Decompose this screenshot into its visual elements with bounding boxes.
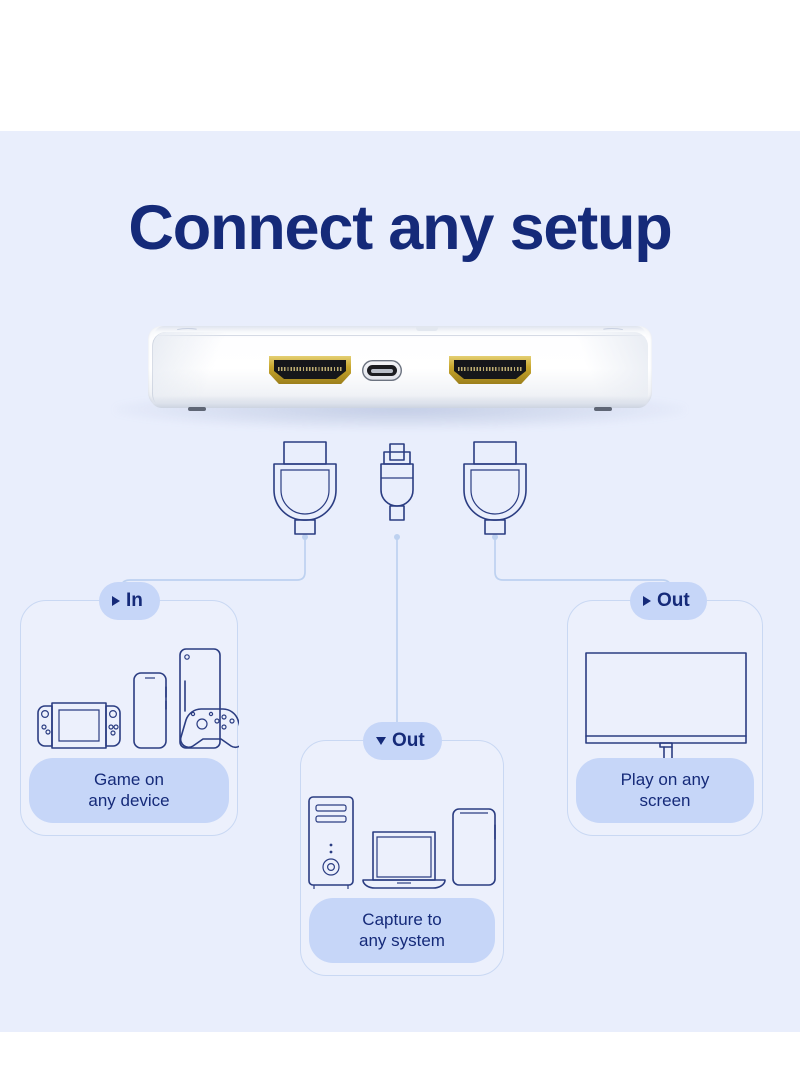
- device-body: [148, 326, 652, 413]
- hdmi-port-right: [449, 356, 531, 384]
- output-screen-icons: [568, 635, 762, 761]
- caption-capture-to-any-system: Capture to any system: [309, 897, 495, 963]
- desktop-tower-icon: [308, 796, 354, 889]
- caption-line-2: any device: [88, 791, 170, 811]
- device-left-curve: [152, 332, 244, 408]
- device-right-arc: [603, 328, 623, 413]
- device-top-nub: [416, 327, 438, 331]
- hdmi-port-left-pins: [278, 367, 342, 371]
- device-foot-left: [188, 407, 206, 411]
- page-title: Connect any setup: [128, 193, 672, 263]
- caption-line-1: Game on: [94, 769, 164, 789]
- badge-out-right: Out: [630, 582, 707, 620]
- badge-out-mid-label: Out: [392, 730, 425, 751]
- monitor-icon: [585, 652, 747, 761]
- capture-card-device: [114, 326, 686, 430]
- badge-out-right-label: Out: [657, 590, 690, 611]
- device-seam-line: [158, 335, 642, 336]
- hdmi-plug-icon-left: [273, 441, 337, 535]
- card-input-devices[interactable]: In: [20, 582, 239, 836]
- usb-c-plug-icon-center: [380, 443, 414, 521]
- game-console-icon: [179, 648, 221, 749]
- hdmi-port-left: [269, 356, 351, 384]
- device-foot-right: [594, 407, 612, 411]
- badge-in-label: In: [126, 590, 143, 611]
- badge-out-mid: Out: [363, 722, 442, 760]
- laptop-icon: [362, 831, 446, 889]
- triangle-down-icon: [376, 737, 386, 745]
- caption-line-1: Play on any: [620, 769, 710, 789]
- caption-play-on-any-screen: Play on any screen: [576, 757, 754, 823]
- usb-c-port-tongue: [371, 369, 393, 373]
- badge-in: In: [99, 582, 160, 620]
- gamepad-icon: [179, 708, 239, 749]
- card-capture-systems[interactable]: Out: [300, 722, 504, 976]
- device-right-curve: [556, 332, 648, 408]
- card-output-screen[interactable]: Out Play on any screen: [567, 582, 763, 836]
- device-top-edge: [154, 326, 646, 336]
- device-bottom-edge: [150, 396, 650, 408]
- caption-game-on-any-device: Game on any device: [29, 757, 229, 823]
- device-left-arc: [177, 328, 197, 413]
- input-device-icons: [21, 635, 239, 755]
- smartphone-icon: [133, 672, 167, 749]
- caption-line-2: any system: [359, 931, 445, 951]
- triangle-right-icon: [112, 596, 120, 606]
- caption-line-1: Capture to: [362, 909, 442, 929]
- tablet-icon: [452, 808, 496, 886]
- handheld-console-icon: [37, 702, 121, 749]
- triangle-right-icon: [643, 596, 651, 606]
- hdmi-port-right-pins: [458, 367, 522, 371]
- hdmi-plug-icon-right: [463, 441, 527, 535]
- caption-line-2: screen: [639, 791, 691, 811]
- capture-system-icons: [301, 775, 503, 895]
- usb-c-port: [362, 360, 402, 381]
